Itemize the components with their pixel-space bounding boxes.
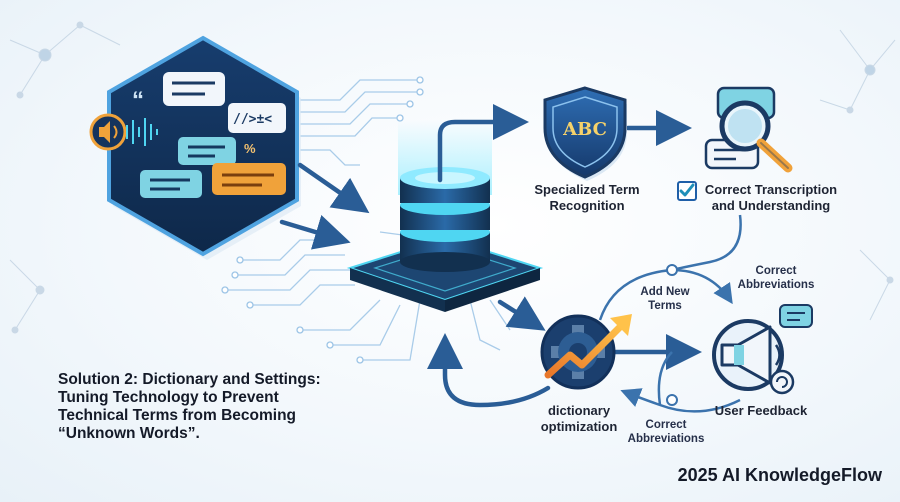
gear-icon <box>540 314 616 390</box>
term-recognition-line1: Specialized Term <box>534 182 640 197</box>
chat-bubble-icon <box>140 170 202 198</box>
feedback-curves <box>598 214 742 413</box>
label-term-recognition: Specialized Term Recognition <box>532 182 642 214</box>
input-hexagon: //>±< “ % <box>89 35 301 260</box>
symbols-text: //>±< <box>233 112 272 127</box>
shield-badge-text: ABC <box>562 119 607 140</box>
database-icon <box>346 120 544 312</box>
add-new-terms-line2: Terms <box>648 300 682 312</box>
dictionary-optimization-line2: optimization <box>540 419 618 434</box>
circuit-nodes <box>221 76 424 364</box>
label-correct-transcription: Correct Transcription and Understanding <box>696 182 846 214</box>
caption-line3: Technical Terms from Becoming <box>58 407 297 424</box>
correct-abbreviations-bottom-line2: Abbreviations <box>627 433 705 445</box>
correct-transcription-line2: and Understanding <box>711 198 831 213</box>
term-recognition-line2: Recognition <box>549 198 625 213</box>
trend-arrow-icon <box>544 314 632 379</box>
percent-mark: % <box>244 141 256 156</box>
brand-footer: 2025 AI KnowledgeFlow <box>677 465 882 485</box>
shield-icon: ABC <box>543 86 627 181</box>
sound-icon <box>89 113 158 151</box>
correct-transcription-line1: Correct Transcription <box>704 182 838 197</box>
check-mark-icon <box>679 183 695 197</box>
edge-label-correct-abbreviations-top: Correct Abbreviations <box>726 264 826 292</box>
magnifier-icon <box>704 86 793 173</box>
label-user-feedback: User Feedback <box>714 403 808 418</box>
chat-bubble-icon <box>212 163 286 195</box>
edge-label-add-new-terms: Add New Terms <box>630 285 700 313</box>
label-dictionary-optimization: dictionary optimization <box>534 403 624 435</box>
curve-nodes <box>666 264 678 406</box>
caption-line4: “Unknown Words”. <box>58 425 200 442</box>
code-bubble: //>±< <box>228 103 286 133</box>
edge-label-correct-abbreviations-bottom: Correct Abbreviations <box>616 418 716 446</box>
add-new-terms-line1: Add New <box>640 286 690 298</box>
checkbox-icon <box>677 181 697 201</box>
quote-mark: “ <box>132 87 144 114</box>
caption-title: Solution 2: Dictionary and Settings: <box>58 371 321 388</box>
chat-bubble-icon <box>178 137 236 165</box>
caption-line2: Tuning Technology to Prevent <box>58 389 279 406</box>
correct-abbreviations-bottom-line1: Correct <box>645 419 687 431</box>
caption: Solution 2: Dictionary and Settings: Tun… <box>58 371 348 443</box>
background-network <box>9 21 896 334</box>
correct-abbreviations-top-line2: Abbreviations <box>737 279 815 291</box>
chat-bubble-icon <box>163 72 225 106</box>
dictionary-optimization-line1: dictionary <box>547 403 611 418</box>
flow-arrows <box>279 104 702 408</box>
megaphone-icon <box>712 304 813 395</box>
correct-abbreviations-top-line1: Correct <box>755 265 797 277</box>
